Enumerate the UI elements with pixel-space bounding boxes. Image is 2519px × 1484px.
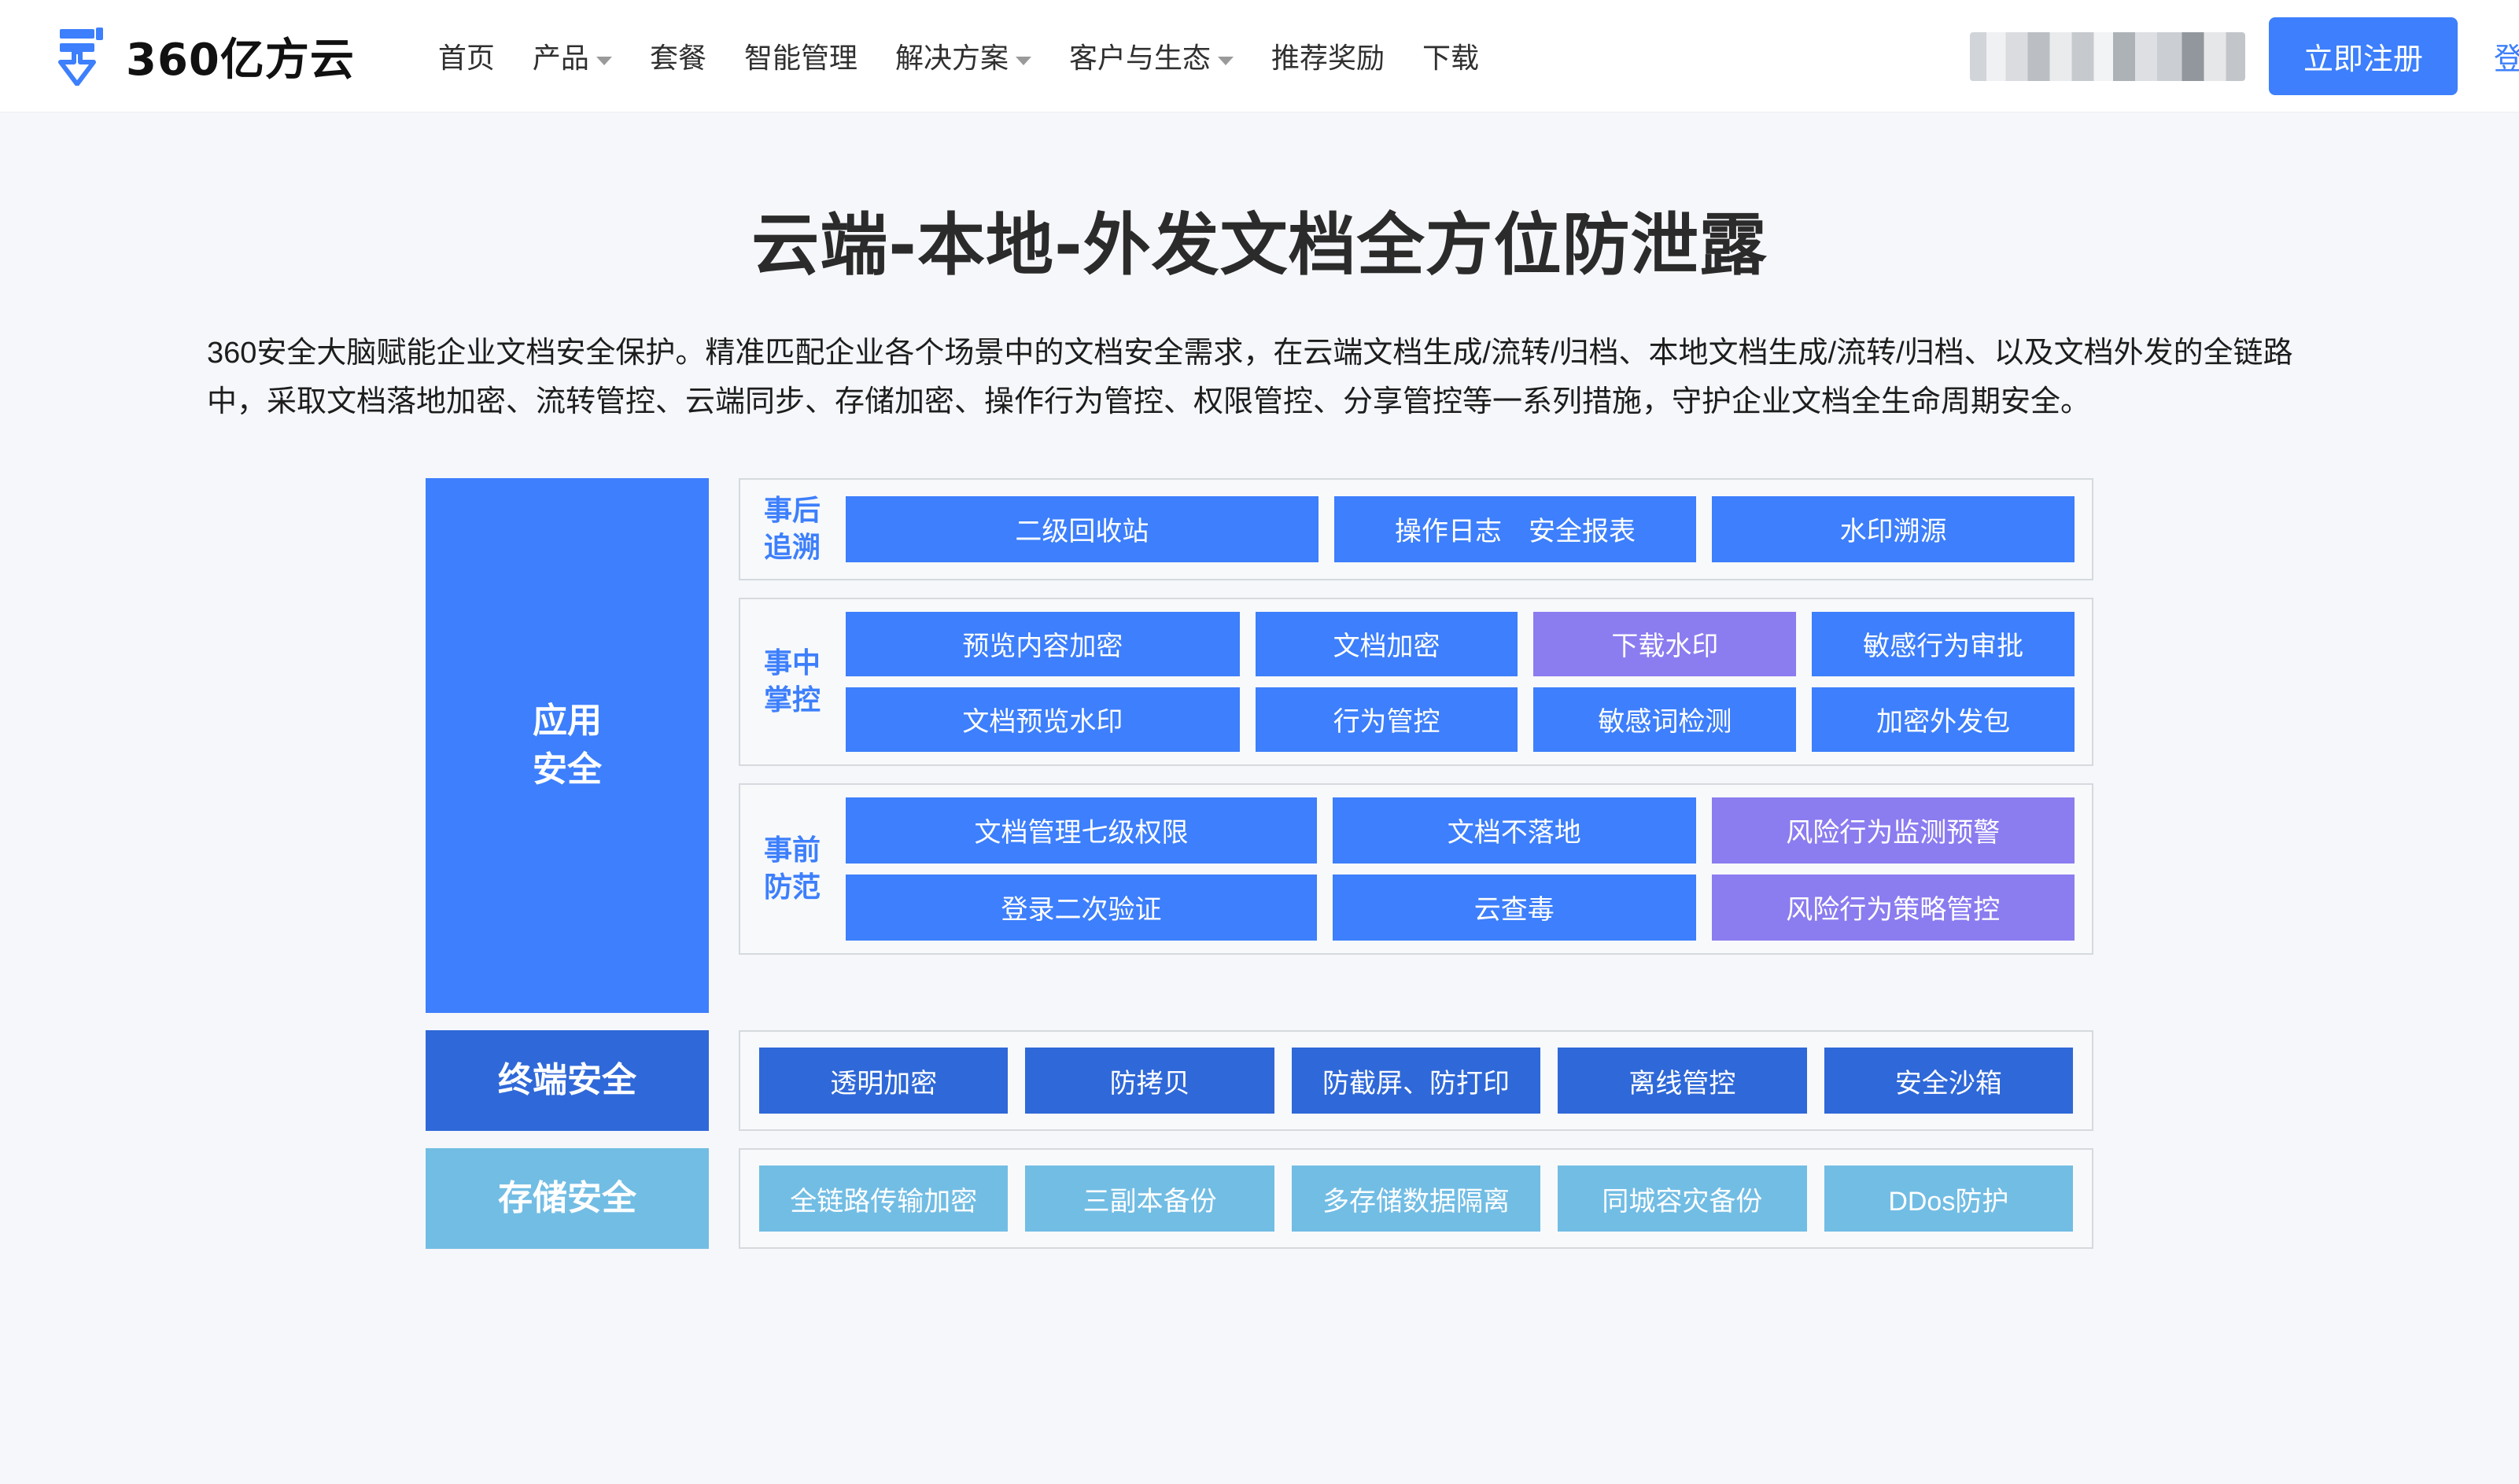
group-tiles: 二级回收站 操作日志 安全报表 水印溯源 [846,495,2075,562]
tile-operation-log-security-report[interactable]: 操作日志 安全报表 [1333,495,1697,562]
terminal-security-body: 透明加密 防拷贝 防截屏、防打印 离线管控 安全沙箱 [739,1030,2093,1131]
storage-security-body: 全链路传输加密 三副本备份 多存储数据隔离 同城容灾备份 DDos防护 [739,1148,2093,1249]
group-tiles: 文档管理七级权限 文档不落地 风险行为监测预警 登录二次验证 云查毒 风险行为策… [846,797,2075,941]
group-tiles: 预览内容加密 文档加密 下载水印 敏感行为审批 文档预览水印 行为管控 敏感词检… [846,611,2075,752]
band-label-line2: 安全 [533,750,602,789]
band-label-line1: 应用 [533,701,602,740]
tile-secondary-recycle-bin[interactable]: 二级回收站 [846,495,1319,562]
group-label-line1: 事后 [763,494,821,526]
nav-item-packages[interactable]: 套餐 [631,35,725,76]
group-label-pre-incident-prevention: 事前 防范 [754,832,830,906]
tile-ddos-protection[interactable]: DDos防护 [1824,1165,2074,1232]
tile-row: 预览内容加密 文档加密 下载水印 敏感行为审批 [846,611,2075,676]
band-terminal-security: 终端安全 透明加密 防拷贝 防截屏、防打印 离线管控 安全沙箱 [426,1030,2093,1131]
redacted-account-label [1969,31,2245,81]
header-actions: 立即注册 登录 [1969,0,2519,112]
group-post-incident-tracing: 事后 追溯 二级回收站 操作日志 安全报表 水印溯源 [739,478,2093,580]
tile-row: 文档管理七级权限 文档不落地 风险行为监测预警 [846,797,2075,864]
tile-row: 文档预览水印 行为管控 敏感词检测 加密外发包 [846,687,2075,752]
brand-logo[interactable]: 360亿方云 [57,24,355,88]
tile-triple-replica-backup[interactable]: 三副本备份 [1025,1165,1274,1232]
tile-risk-behavior-monitoring-alert[interactable]: 风险行为监测预警 [1711,797,2075,864]
login-link[interactable]: 登录 [2493,43,2519,76]
site-header: 360亿方云 首页 产品 套餐 智能管理 解决方案 客户与生态 推荐奖励 下载 [0,0,2519,112]
tile-same-city-disaster-recovery-backup[interactable]: 同城容灾备份 [1558,1165,1807,1232]
nav-label: 产品 [532,42,589,74]
tile-row: 二级回收站 操作日志 安全报表 水印溯源 [846,495,2075,562]
tile-anti-screenshot-anti-print[interactable]: 防截屏、防打印 [1291,1048,1541,1114]
storage-security-tiles: 全链路传输加密 三副本备份 多存储数据隔离 同城容灾备份 DDos防护 [739,1148,2093,1249]
group-in-process-control: 事中 掌控 预览内容加密 文档加密 下载水印 敏感行为审批 文档预览水印 行为管… [739,597,2093,766]
chevron-down-icon [1218,56,1234,65]
tile-sensitive-behavior-approval[interactable]: 敏感行为审批 [1812,611,2075,676]
nav-label: 推荐奖励 [1271,42,1385,74]
tile-seven-level-document-permissions[interactable]: 文档管理七级权限 [846,797,1318,864]
nav-label: 智能管理 [743,42,857,74]
tile-offline-control[interactable]: 离线管控 [1558,1048,1807,1114]
nav-item-smart-management[interactable]: 智能管理 [725,35,876,76]
nav-label: 套餐 [649,42,706,74]
group-label-line2: 防范 [763,870,821,903]
nav-item-referral-rewards[interactable]: 推荐奖励 [1252,35,1403,76]
chevron-down-icon [1015,56,1031,65]
group-label-in-process-control: 事中 掌控 [754,645,830,719]
application-security-groups: 事后 追溯 二级回收站 操作日志 安全报表 水印溯源 事中 [739,478,2093,1013]
terminal-security-tiles: 透明加密 防拷贝 防截屏、防打印 离线管控 安全沙箱 [739,1030,2093,1131]
band-label-application-security: 应用 安全 [426,478,709,1013]
tile-row: 登录二次验证 云查毒 风险行为策略管控 [846,874,2075,941]
page-content: 云端-本地-外发文档全方位防泄露 360安全大脑赋能企业文档安全保护。精准匹配企… [0,112,2519,1484]
yifangyun-pen-logo-icon [58,28,103,86]
tile-transparent-encryption[interactable]: 透明加密 [759,1048,1009,1114]
nav-label: 解决方案 [894,42,1009,74]
tile-security-sandbox[interactable]: 安全沙箱 [1824,1048,2074,1114]
nav-item-solutions[interactable]: 解决方案 [876,35,1050,76]
tile-multi-storage-data-isolation[interactable]: 多存储数据隔离 [1291,1165,1541,1232]
tile-behavior-control[interactable]: 行为管控 [1255,687,1518,752]
band-label-terminal-security: 终端安全 [426,1030,709,1131]
tile-full-link-transmission-encryption[interactable]: 全链路传输加密 [759,1165,1009,1232]
page-description: 360安全大脑赋能企业文档安全保护。精准匹配企业各个场景中的文档安全需求，在云端… [207,337,2293,418]
group-label-line1: 事前 [763,833,821,866]
nav-label: 下载 [1422,42,1480,74]
nav-item-download[interactable]: 下载 [1403,35,1498,76]
nav-label: 客户与生态 [1068,42,1211,74]
band-label-storage-security: 存储安全 [426,1148,709,1249]
nav-item-products[interactable]: 产品 [514,35,631,76]
nav-label: 首页 [437,42,495,74]
nav-item-home[interactable]: 首页 [419,35,514,76]
group-label-line1: 事中 [763,646,821,679]
register-button[interactable]: 立即注册 [2268,17,2458,95]
brand-name: 360亿方云 [126,34,355,86]
tile-login-two-factor-verification[interactable]: 登录二次验证 [846,874,1318,941]
tile-risk-behavior-policy-control[interactable]: 风险行为策略管控 [1711,874,2075,941]
tile-download-watermark[interactable]: 下载水印 [1533,611,1797,676]
main-navigation: 首页 产品 套餐 智能管理 解决方案 客户与生态 推荐奖励 下载 [419,35,1498,76]
group-pre-incident-prevention: 事前 防范 文档管理七级权限 文档不落地 风险行为监测预警 登录二次验证 云查毒… [739,783,2093,955]
tile-encrypted-outbound-package[interactable]: 加密外发包 [1812,687,2075,752]
chevron-down-icon [596,56,612,65]
tile-document-no-local-storage[interactable]: 文档不落地 [1333,797,1696,864]
tile-document-encryption[interactable]: 文档加密 [1255,611,1518,676]
tile-anti-copy[interactable]: 防拷贝 [1025,1048,1274,1114]
band-storage-security: 存储安全 全链路传输加密 三副本备份 多存储数据隔离 同城容灾备份 DDos防护 [426,1148,2093,1249]
group-label-line2: 追溯 [763,530,821,563]
band-application-security: 应用 安全 事后 追溯 二级回收站 操作日志 安全报表 水印溯源 [426,478,2093,1013]
group-label-post-incident-tracing: 事后 追溯 [754,492,830,566]
security-architecture-diagram: 应用 安全 事后 追溯 二级回收站 操作日志 安全报表 水印溯源 [426,478,2093,1249]
tile-watermark-tracing[interactable]: 水印溯源 [1712,495,2075,562]
page-title: 云端-本地-外发文档全方位防泄露 [751,206,1768,285]
nav-item-customers-ecosystem[interactable]: 客户与生态 [1050,35,1252,76]
tile-cloud-antivirus[interactable]: 云查毒 [1333,874,1696,941]
group-label-line2: 掌控 [763,683,821,716]
tile-sensitive-word-detection[interactable]: 敏感词检测 [1533,687,1797,752]
tile-document-preview-watermark[interactable]: 文档预览水印 [846,687,1240,752]
tile-preview-content-encryption[interactable]: 预览内容加密 [846,611,1240,676]
